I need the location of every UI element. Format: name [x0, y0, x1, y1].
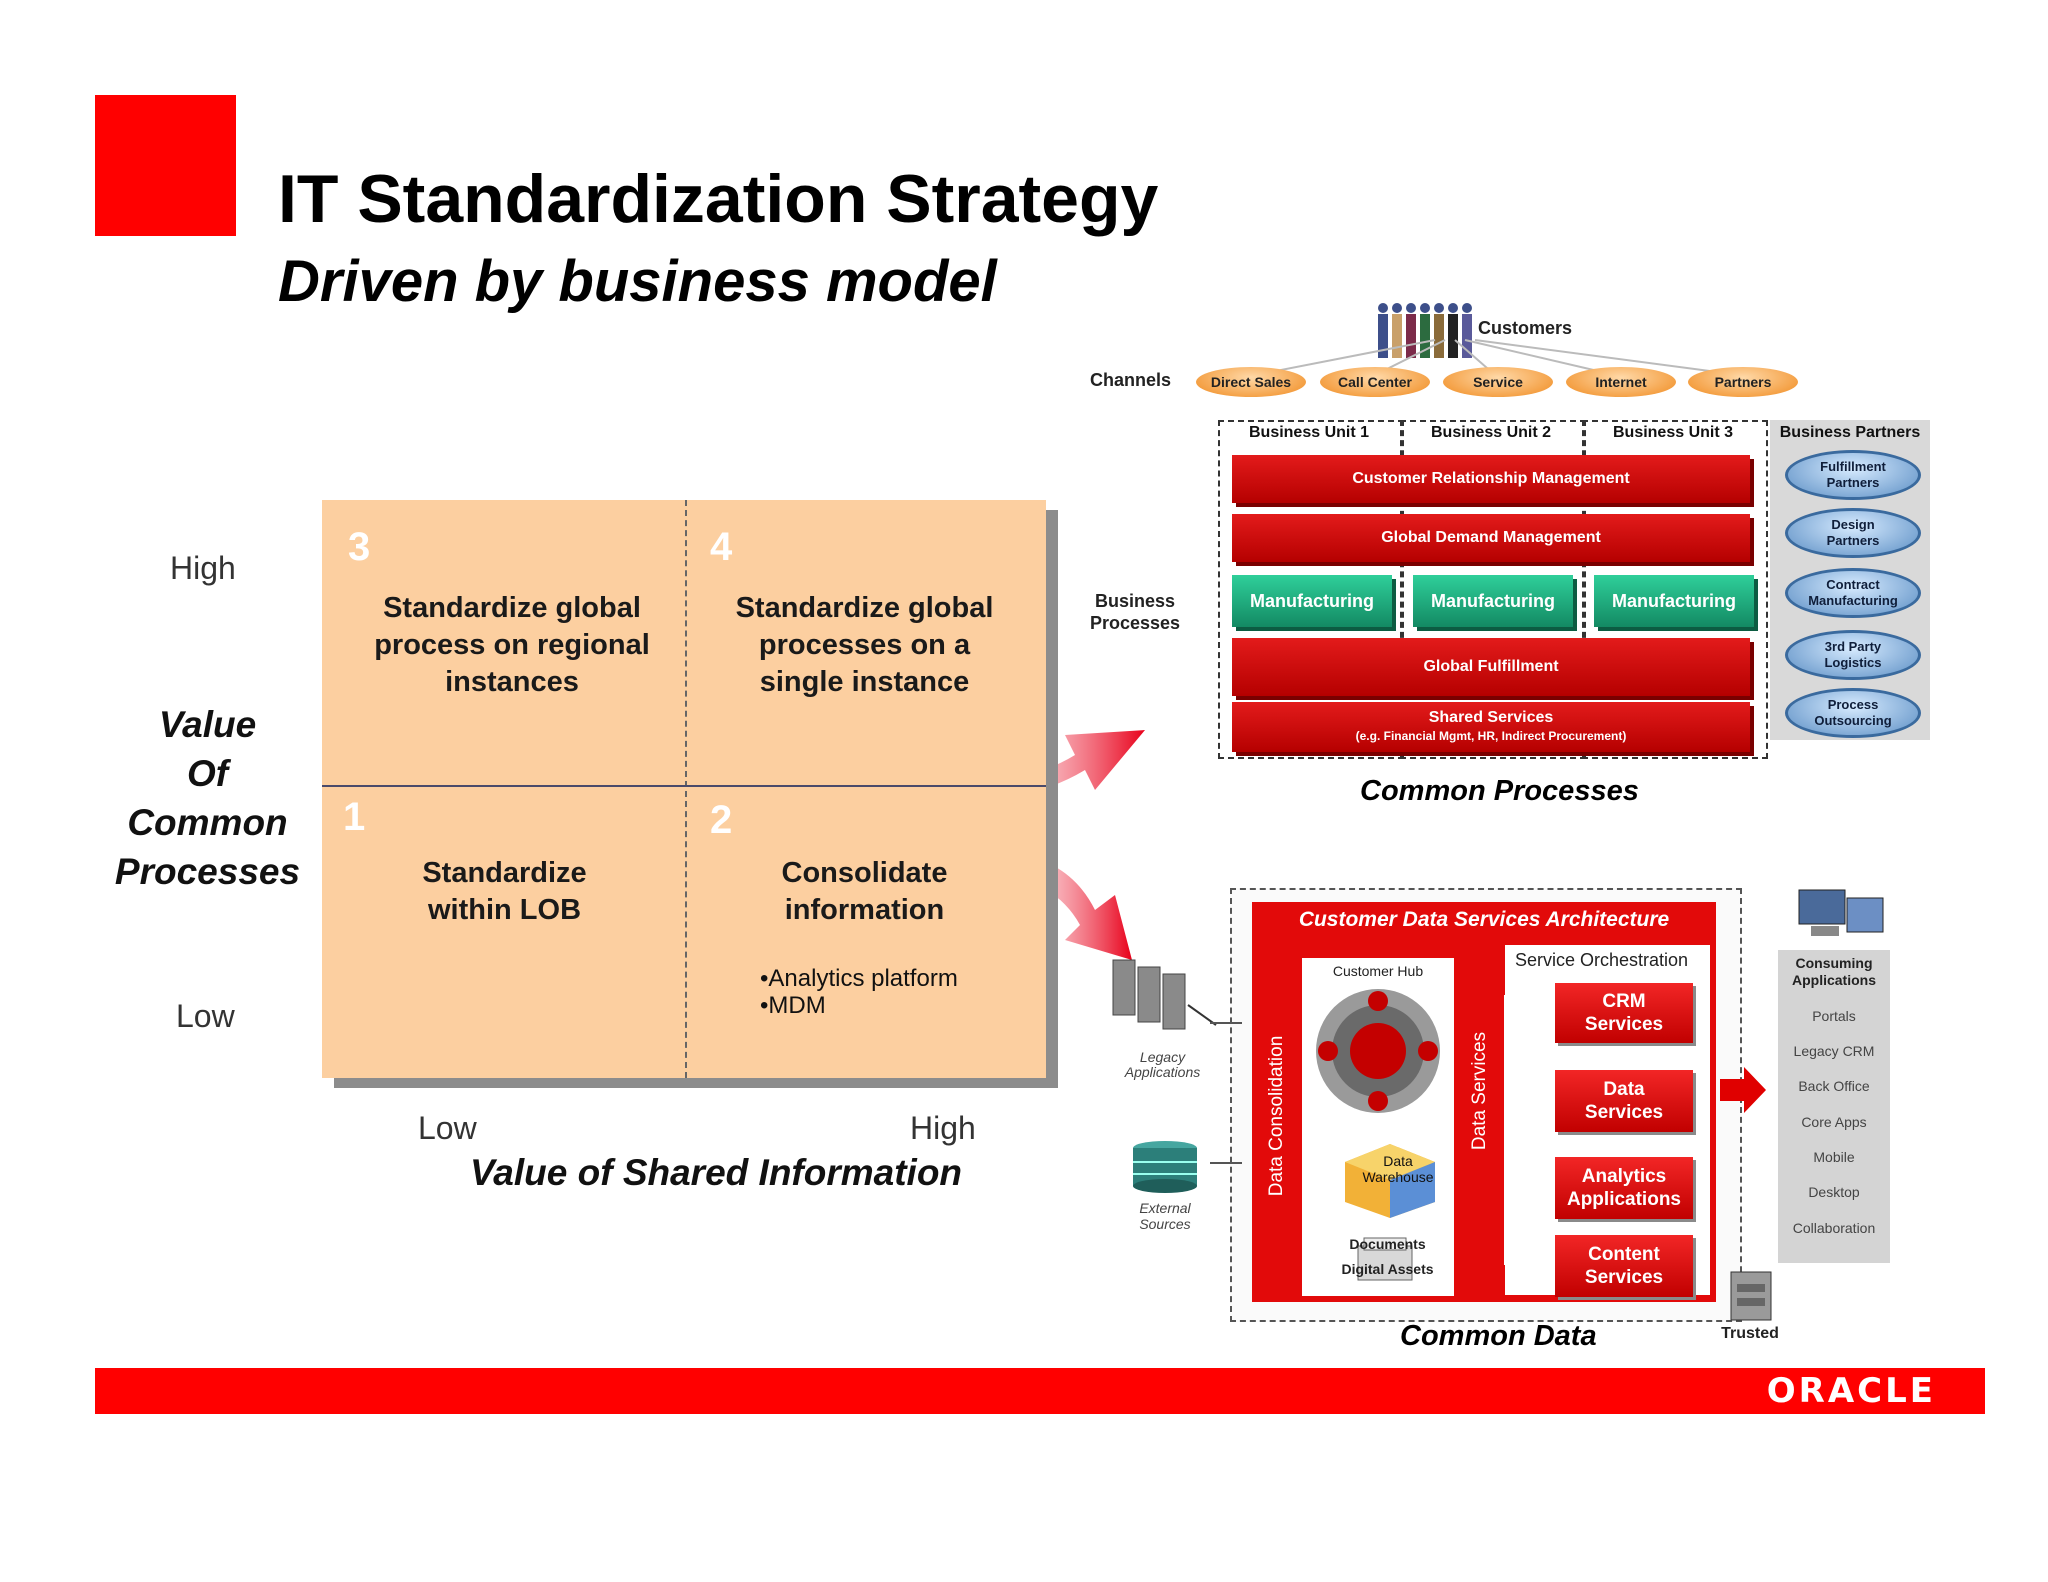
quadrant-4-text: Standardize global processes on a single…	[735, 592, 994, 698]
channel-internet: Internet	[1566, 367, 1676, 397]
trusted-server-icon	[1728, 1270, 1774, 1322]
quadrant-1-number: 1	[343, 795, 366, 839]
bar-global-fulfillment: Global Fulfillment	[1232, 638, 1750, 696]
consuming-item-collaboration: Collaboration	[1792, 1220, 1876, 1236]
quadrant-2-text: Consolidate information	[781, 857, 948, 926]
data-warehouse-cube-icon	[1340, 1140, 1440, 1220]
quadrant-3-number: 3	[348, 525, 371, 569]
bar-shared-services: Shared Services (e.g. Financial Mgmt, HR…	[1232, 702, 1750, 752]
channel-service: Service	[1443, 367, 1553, 397]
consuming-applications-panel	[1778, 950, 1890, 1263]
consuming-item-portals: Portals	[1812, 1008, 1856, 1024]
business-unit-3-label: Business Unit 3	[1612, 424, 1734, 441]
common-processes-caption: Common Processes	[1360, 775, 1639, 807]
bullet-item: MDM	[760, 992, 958, 1019]
quadrant-2-bullets: Analytics platform MDM	[760, 965, 958, 1019]
brand-square	[95, 95, 236, 236]
trusted-label: Trusted	[1721, 1325, 1779, 1342]
service-orchestration-label: Service Orchestration	[1515, 950, 1689, 970]
customers-people-icon	[1375, 300, 1475, 360]
output-arrow-icon	[1718, 1065, 1768, 1115]
channel-direct-sales: Direct Sales	[1196, 367, 1306, 397]
consuming-item-back-office: Back Office	[1798, 1078, 1870, 1094]
documents-stack-icon	[1350, 1232, 1420, 1282]
quadrant-3-text: Standardize global process on regional i…	[374, 592, 650, 698]
manufacturing-bu1: Manufacturing	[1232, 575, 1392, 627]
customer-hub-label: Customer Hub	[1332, 963, 1424, 979]
business-unit-3-frame	[1582, 420, 1768, 759]
x-axis-high: High	[910, 1110, 976, 1146]
manufacturing-bu3: Manufacturing	[1594, 575, 1754, 627]
x-axis-low: Low	[418, 1110, 477, 1146]
footer-bar	[95, 1368, 1985, 1414]
bullet-item: Analytics platform	[760, 965, 957, 992]
bar-crm: Customer Relationship Management	[1232, 455, 1750, 503]
consuming-item-core-apps: Core Apps	[1801, 1114, 1867, 1130]
y-axis-high: High	[170, 550, 236, 586]
cds-title: Customer Data Services Architecture	[1298, 908, 1670, 931]
matrix-vertical-divider	[685, 500, 687, 1078]
quadrant-1-text: Standardize within LOB	[422, 857, 587, 926]
channels-label: Channels	[1090, 370, 1172, 390]
quadrant-4-number: 4	[710, 525, 733, 569]
business-unit-1-label: Business Unit 1	[1248, 424, 1370, 441]
consuming-item-desktop: Desktop	[1808, 1184, 1860, 1200]
customers-label: Customers	[1478, 318, 1573, 338]
common-data-caption: Common Data	[1400, 1320, 1597, 1352]
x-axis-title: Value of Shared Information	[470, 1152, 963, 1193]
computer-icon	[1795, 888, 1887, 942]
customer-hub-wheel-icon	[1312, 985, 1444, 1117]
channel-partners: Partners	[1688, 367, 1798, 397]
channel-call-center: Call Center	[1320, 367, 1430, 397]
bar-global-demand: Global Demand Management	[1232, 514, 1750, 562]
legacy-servers-icon	[1108, 955, 1218, 1035]
slide-subtitle: Driven by business model	[278, 249, 997, 314]
matrix-horizontal-divider	[322, 785, 1046, 787]
business-unit-1-frame	[1218, 420, 1404, 759]
consuming-item-mobile: Mobile	[1813, 1149, 1855, 1165]
business-unit-2-label: Business Unit 2	[1430, 424, 1552, 441]
database-icon	[1130, 1140, 1200, 1195]
arrow-to-data	[960, 852, 1132, 960]
business-partners-label: Business Partners	[1779, 424, 1921, 441]
y-axis-low: Low	[176, 998, 235, 1034]
manufacturing-bu2: Manufacturing	[1413, 575, 1573, 627]
business-unit-2-frame	[1400, 420, 1586, 759]
cds-connector-lines	[1210, 995, 1550, 1266]
business-processes-label: Business Processes	[1089, 591, 1181, 633]
quadrant-2-number: 2	[710, 798, 733, 842]
oracle-logo: ORACLE	[1766, 1371, 1936, 1411]
y-axis-title: Value Of Common Processes	[114, 704, 301, 892]
slide-title: IT Standardization Strategy	[278, 161, 1159, 237]
consuming-item-legacy-crm: Legacy CRM	[1793, 1043, 1875, 1059]
